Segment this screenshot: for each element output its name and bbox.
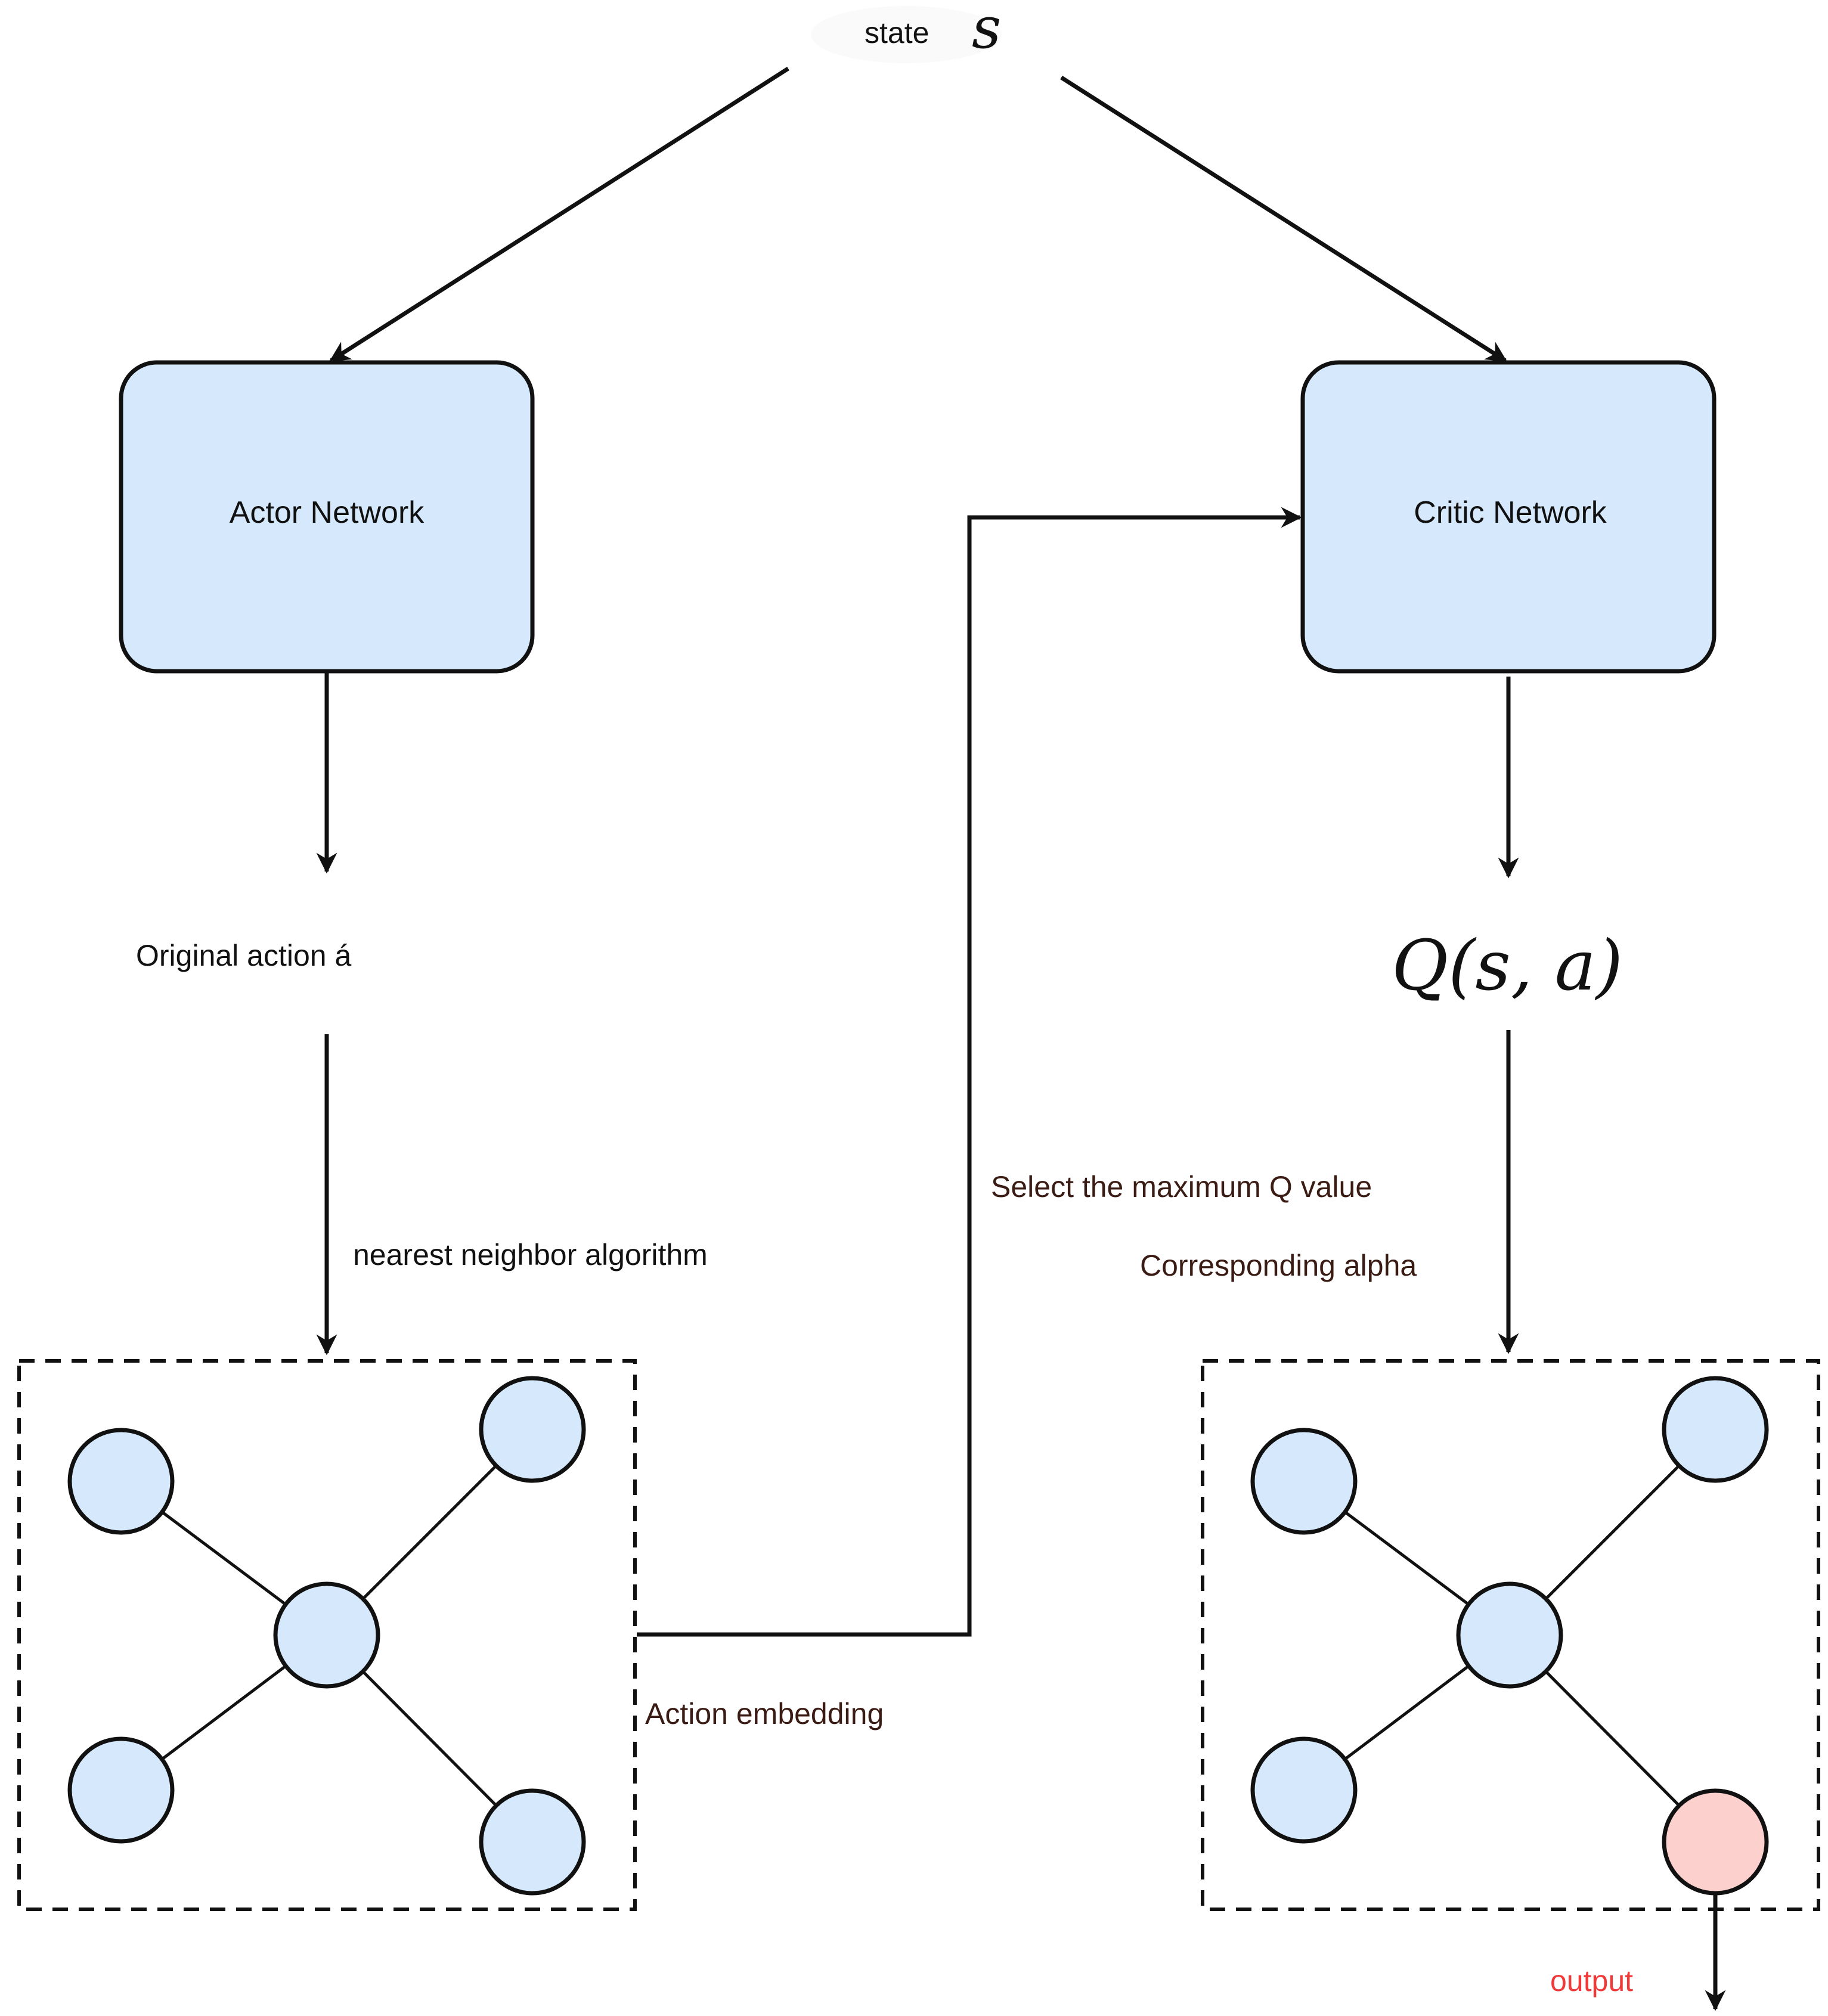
selection-graph — [1201, 1359, 1820, 1911]
state-label: state — [865, 16, 929, 49]
state-to-critic-arrow — [1060, 76, 1507, 362]
critic-network-box — [1300, 360, 1717, 674]
graph-node — [67, 1736, 175, 1844]
nearest-neighbor-label: nearest neighbor algorithm — [353, 1238, 708, 1271]
action-embedding-graph-frame — [17, 1359, 637, 1911]
graph-node-center — [273, 1581, 380, 1689]
selection-graph-frame — [1201, 1359, 1820, 1911]
corresponding-alpha-label: Corresponding alpha — [1140, 1249, 1417, 1282]
output-label: output — [1550, 1964, 1633, 1998]
critic-network: Critic Network — [1300, 360, 1717, 674]
selected-output-node — [1662, 1788, 1769, 1896]
state-background — [811, 6, 1002, 63]
q-value-label: Q(s, a) — [1392, 926, 1623, 1006]
graph-node-center — [1456, 1581, 1563, 1689]
action-embedding-graph — [17, 1359, 637, 1911]
graph-node — [479, 1376, 586, 1483]
action-embedding-label: Action embedding — [645, 1697, 884, 1730]
graph-node — [1250, 1428, 1358, 1535]
select-max-q-label: Select the maximum Q value — [991, 1170, 1372, 1204]
graph-node — [479, 1788, 586, 1896]
actor-network-box — [119, 360, 535, 674]
state-symbol: s — [972, 0, 1001, 61]
actor-network: Actor Network — [119, 360, 535, 674]
embedding-to-critic-arrow — [637, 507, 1302, 1637]
actor-network-label: Actor Network — [230, 495, 425, 530]
state-to-actor-arrow — [329, 67, 789, 362]
critic-network-label: Critic Network — [1414, 495, 1607, 530]
state-node: state s — [811, 0, 1002, 63]
graph-node — [67, 1428, 175, 1535]
original-action-label: Original action á — [136, 939, 351, 972]
graph-node — [1250, 1736, 1358, 1844]
graph-node — [1662, 1376, 1769, 1483]
